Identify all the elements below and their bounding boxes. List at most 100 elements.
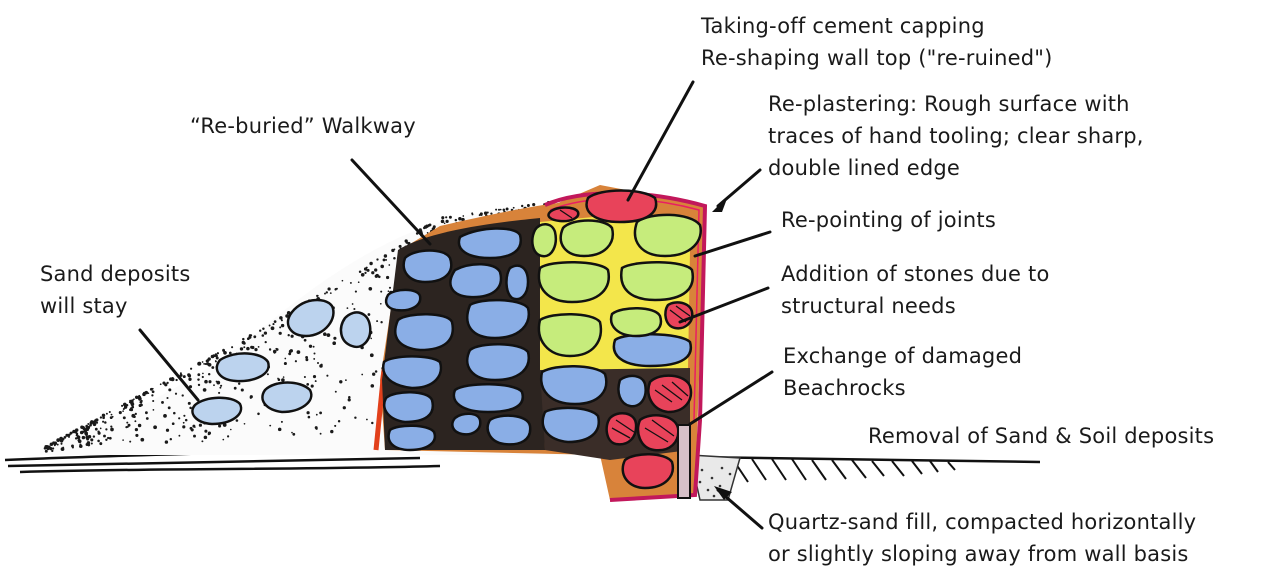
sand-dot bbox=[269, 425, 271, 427]
sand-dot bbox=[194, 426, 196, 428]
sand-dot bbox=[206, 359, 209, 362]
sand-dot bbox=[109, 437, 112, 440]
sand-dot bbox=[246, 347, 250, 351]
sand-dot bbox=[183, 375, 186, 378]
sand-dot bbox=[521, 205, 523, 207]
sand-dot bbox=[91, 442, 93, 444]
sand-dot bbox=[273, 350, 277, 354]
sand-dot bbox=[153, 425, 157, 429]
sand-dot bbox=[304, 376, 306, 378]
sand-dot bbox=[188, 374, 191, 377]
sand-dot bbox=[295, 360, 297, 362]
sand-dot bbox=[46, 447, 48, 449]
sand-dot bbox=[375, 370, 378, 373]
sand-dot bbox=[219, 387, 221, 389]
sand-dot bbox=[197, 373, 200, 376]
sand-dot bbox=[445, 216, 447, 218]
sand-dot bbox=[134, 420, 136, 422]
sand-dot bbox=[380, 303, 382, 305]
sand-dot bbox=[208, 373, 210, 375]
sand-dot bbox=[383, 258, 386, 261]
sand-dot bbox=[234, 387, 237, 390]
sand-dot bbox=[97, 440, 100, 443]
sand-dot bbox=[109, 411, 111, 413]
sand-dot bbox=[125, 426, 127, 428]
sand-dot bbox=[283, 376, 285, 378]
sand-dot bbox=[308, 416, 311, 419]
label-sand-deposits: Sand deposits will stay bbox=[40, 258, 191, 322]
sand-dot bbox=[175, 393, 177, 395]
sand-dot bbox=[278, 378, 281, 381]
sand-dot bbox=[139, 404, 142, 407]
sand-dot bbox=[240, 347, 243, 350]
sand-dot bbox=[121, 405, 123, 407]
sand-dot bbox=[433, 225, 436, 228]
sand-dot bbox=[82, 436, 85, 439]
sand-dot bbox=[384, 254, 387, 257]
sand-dot bbox=[95, 418, 98, 421]
sand-dot bbox=[490, 212, 492, 214]
sand-dot bbox=[305, 358, 308, 361]
sand-dot bbox=[354, 416, 356, 418]
sand-dot bbox=[86, 438, 89, 441]
sand-dot bbox=[135, 413, 137, 415]
sand-dot bbox=[75, 437, 77, 439]
sand-dot bbox=[111, 414, 113, 416]
sand-dot bbox=[284, 362, 287, 365]
sand-dot bbox=[220, 385, 222, 387]
sand-dot bbox=[153, 409, 155, 411]
sand-dot bbox=[208, 433, 210, 435]
sand-dot bbox=[126, 422, 128, 424]
wall-base-strip bbox=[678, 425, 690, 498]
sand-dot bbox=[484, 211, 487, 214]
sand-dot bbox=[265, 341, 267, 343]
sand-dot bbox=[297, 350, 301, 354]
sand-dot bbox=[72, 446, 74, 448]
sand-dot bbox=[106, 413, 108, 415]
sand-dot bbox=[271, 326, 275, 330]
sand-dot bbox=[180, 372, 182, 374]
sand-dot bbox=[230, 429, 232, 431]
sand-dot bbox=[348, 396, 351, 399]
sand-dot bbox=[152, 400, 154, 402]
sand-dot bbox=[182, 425, 185, 428]
sand-dot bbox=[145, 391, 149, 395]
sand-dot bbox=[236, 419, 239, 422]
sand-dot bbox=[472, 213, 474, 215]
sand-dot bbox=[138, 395, 140, 397]
label-line: Beachrocks bbox=[783, 372, 1022, 404]
sand-dot bbox=[281, 378, 285, 382]
sand-dot bbox=[376, 320, 378, 322]
sand-dot bbox=[347, 307, 349, 309]
sand-dot bbox=[241, 388, 244, 391]
sand-dot bbox=[441, 216, 444, 219]
label-removal-deposits: Removal of Sand & Soil deposits bbox=[868, 420, 1214, 452]
sand-dot bbox=[444, 222, 446, 224]
sand-dot bbox=[345, 379, 347, 381]
sand-dot bbox=[250, 397, 252, 399]
sand-dot bbox=[86, 426, 89, 429]
label-line: structural needs bbox=[781, 290, 1050, 322]
sand-dot bbox=[80, 431, 84, 435]
sand-dot bbox=[388, 264, 390, 266]
sand-dot bbox=[372, 373, 375, 376]
sand-dot bbox=[327, 333, 331, 337]
sand-dot bbox=[428, 224, 430, 226]
sand-dot bbox=[343, 406, 346, 409]
sand-dot bbox=[203, 388, 207, 392]
sand-dot bbox=[166, 397, 168, 399]
label-line: double lined edge bbox=[768, 152, 1144, 184]
sand-dot bbox=[292, 433, 295, 436]
sand-dot bbox=[183, 415, 185, 417]
sand-dot bbox=[199, 424, 202, 427]
sand-dot bbox=[371, 422, 373, 424]
sand-dot bbox=[366, 419, 368, 421]
sand-dot bbox=[78, 439, 82, 443]
sand-dot bbox=[328, 287, 331, 290]
sand-dot bbox=[274, 320, 277, 323]
sand-dot bbox=[441, 220, 445, 224]
sand-dot bbox=[178, 417, 180, 419]
sand-dot bbox=[190, 368, 192, 370]
label-exchange-beachrocks: Exchange of damaged Beachrocks bbox=[783, 340, 1022, 404]
sand-dot bbox=[272, 323, 274, 325]
